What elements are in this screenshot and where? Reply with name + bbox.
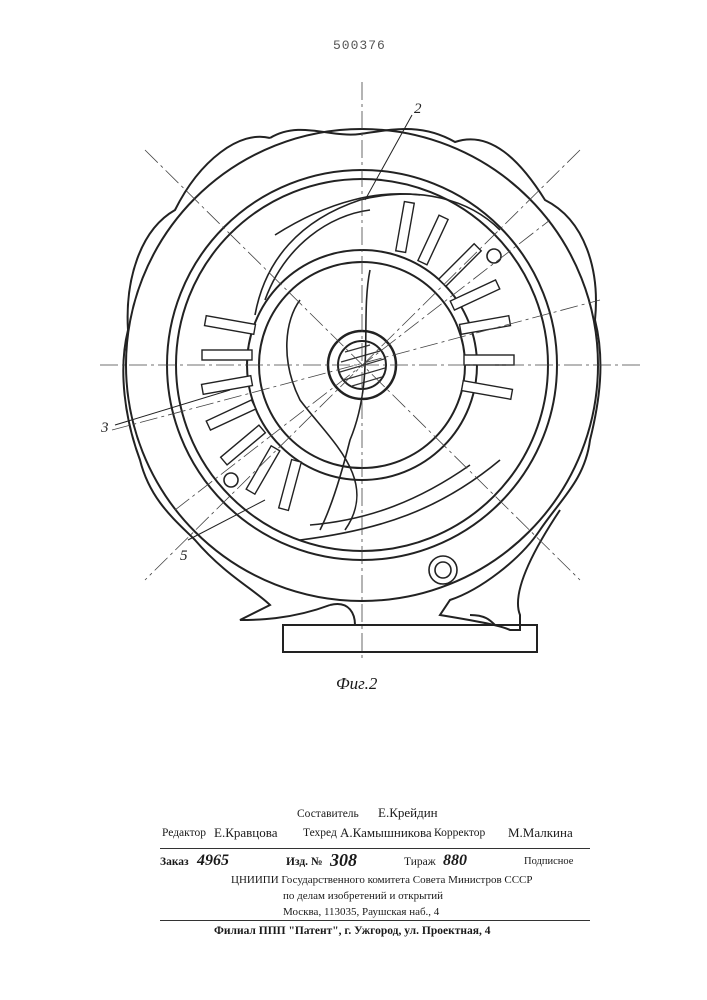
signed-label: Подписное (524, 856, 573, 867)
patent-number: 500376 (333, 38, 386, 53)
org-line-2: по делам изобретений и открытий (283, 890, 443, 902)
corrector-name: М.Малкина (508, 825, 573, 841)
izd-value: 308 (330, 850, 357, 871)
corrector-label: Корректор (434, 827, 485, 839)
editor-label: Редактор (162, 827, 206, 839)
technical-drawing: 2 3 5 (0, 60, 707, 680)
label-2: 2 (414, 101, 422, 117)
org-line-3: Москва, 113035, Раушская наб., 4 (283, 906, 439, 918)
figure-caption: Фиг.2 (336, 674, 377, 694)
techred-name: А.Камышникова (340, 825, 432, 841)
divider-bottom (160, 920, 590, 921)
order-label: Заказ (160, 856, 189, 868)
compiler-name: Е.Крейдин (378, 805, 438, 821)
izd-label: Изд. № (286, 856, 322, 868)
label-5: 5 (180, 548, 188, 564)
editor-name: Е.Кравцова (214, 825, 277, 841)
branch-address: Филиал ППП "Патент", г. Ужгород, ул. Про… (214, 925, 490, 937)
tirazh-value: 880 (443, 852, 467, 870)
divider-top (160, 848, 590, 849)
compiler-label: Составитель (297, 808, 359, 820)
label-3: 3 (100, 420, 109, 436)
org-line-1: ЦНИИПИ Государственного комитета Совета … (231, 874, 533, 886)
base-plate (283, 625, 537, 652)
order-value: 4965 (197, 852, 229, 870)
techred-label: Техред (303, 827, 337, 839)
tirazh-label: Тираж (404, 856, 436, 868)
